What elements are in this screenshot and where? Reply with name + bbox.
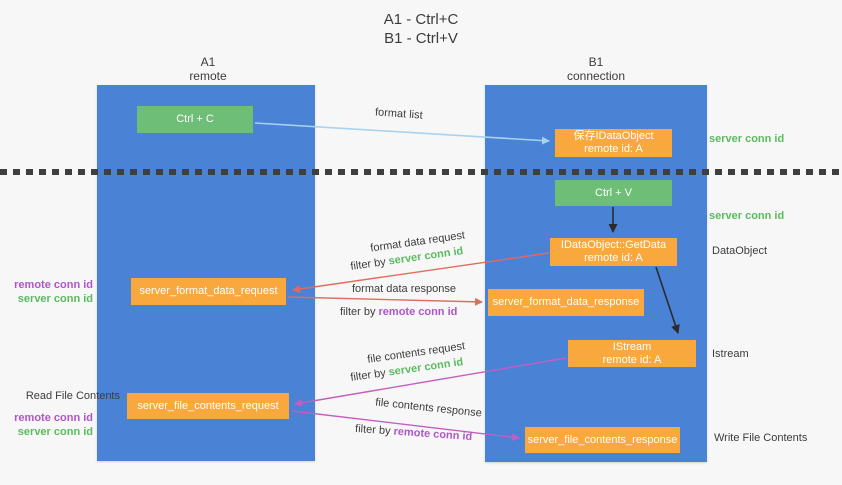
- format-data-response-filter-label: filter by remote conn id: [340, 306, 457, 318]
- server-format-data-request-label: server_format_data_request: [139, 285, 278, 297]
- diagram-title: A1 - Ctrl+C B1 - Ctrl+V: [0, 10, 842, 48]
- server-conn-id-top-label: server conn id: [709, 133, 785, 145]
- istream-node: IStream remote id: A: [568, 340, 696, 367]
- remote-conn-id-label-2: remote conn id: [14, 412, 93, 424]
- getdata-node: IDataObject::GetData remote id: A: [550, 238, 677, 266]
- istream-label: IStream: [612, 340, 652, 353]
- istream-side-label: Istream: [712, 348, 749, 360]
- server-format-data-response-node: server_format_data_response: [488, 289, 644, 316]
- format-data-response-arrow-label: format data response: [352, 283, 456, 295]
- format-list-arrow-label: format list: [374, 106, 424, 122]
- column-b1-name: B1: [588, 55, 604, 69]
- filter-by-text-1: filter by: [349, 255, 390, 273]
- getdata-label: IDataObject::GetData: [560, 239, 667, 251]
- format-data-response-arrow: [287, 296, 483, 306]
- column-a1-name: A1: [200, 55, 216, 69]
- istream-remote-id: remote id: A: [602, 353, 662, 366]
- ctrl-v-node: Ctrl + V: [555, 180, 672, 206]
- column-b1-subtitle: connection: [566, 69, 626, 83]
- ctrl-v-label: Ctrl + V: [595, 186, 632, 199]
- server-format-data-request-node: server_format_data_request: [131, 278, 286, 305]
- server-file-contents-request-node: server_file_contents_request: [127, 393, 289, 419]
- server-conn-id-label-1: server conn id: [17, 293, 93, 305]
- column-header-b1: B1 connection: [536, 55, 656, 83]
- ctrl-c-label: Ctrl + C: [176, 113, 214, 125]
- filter-by-text-2: filter by: [340, 306, 379, 318]
- save-idataobject-label: 保存IDataObject: [573, 130, 654, 142]
- filter-by-text-3: filter by: [349, 366, 390, 384]
- copy-paste-divider-line: [0, 169, 842, 175]
- server-file-contents-response-node: server_file_contents_response: [525, 427, 680, 453]
- server-conn-id-mid-label: server conn id: [709, 210, 785, 222]
- save-idataobject-node: 保存IDataObject remote id: A: [555, 129, 672, 157]
- remote-conn-id-label-1: remote conn id: [14, 279, 93, 291]
- file-contents-response-filter-label: filter by remote conn id: [355, 423, 473, 443]
- getdata-remote-id: remote id: A: [584, 252, 643, 264]
- file-contents-response-arrow-label: file contents response: [374, 396, 483, 420]
- ctrl-c-node: Ctrl + C: [137, 106, 253, 133]
- column-header-a1: A1 remote: [148, 55, 268, 83]
- filter-by-text-4: filter by: [354, 422, 394, 438]
- server-file-contents-request-label: server_file_contents_request: [137, 399, 279, 412]
- server-conn-id-label-2: server conn id: [17, 426, 93, 438]
- filter-remote-conn-id-1: remote conn id: [378, 306, 458, 318]
- filter-remote-conn-id-2: remote conn id: [393, 425, 473, 444]
- server-file-contents-response-label: server_file_contents_response: [527, 433, 678, 446]
- save-idataobject-remote-id: remote id: A: [584, 143, 643, 155]
- title-line-a1: A1 - Ctrl+C: [383, 11, 459, 28]
- write-file-contents-label: Write File Contents: [714, 432, 808, 444]
- title-line-b1: B1 - Ctrl+V: [384, 30, 458, 47]
- read-file-contents-label: Read File Contents: [25, 390, 120, 402]
- dataobject-side-label: DataObject: [712, 245, 768, 257]
- column-a1-subtitle: remote: [189, 69, 227, 83]
- server-format-data-response-label: server_format_data_response: [492, 296, 640, 308]
